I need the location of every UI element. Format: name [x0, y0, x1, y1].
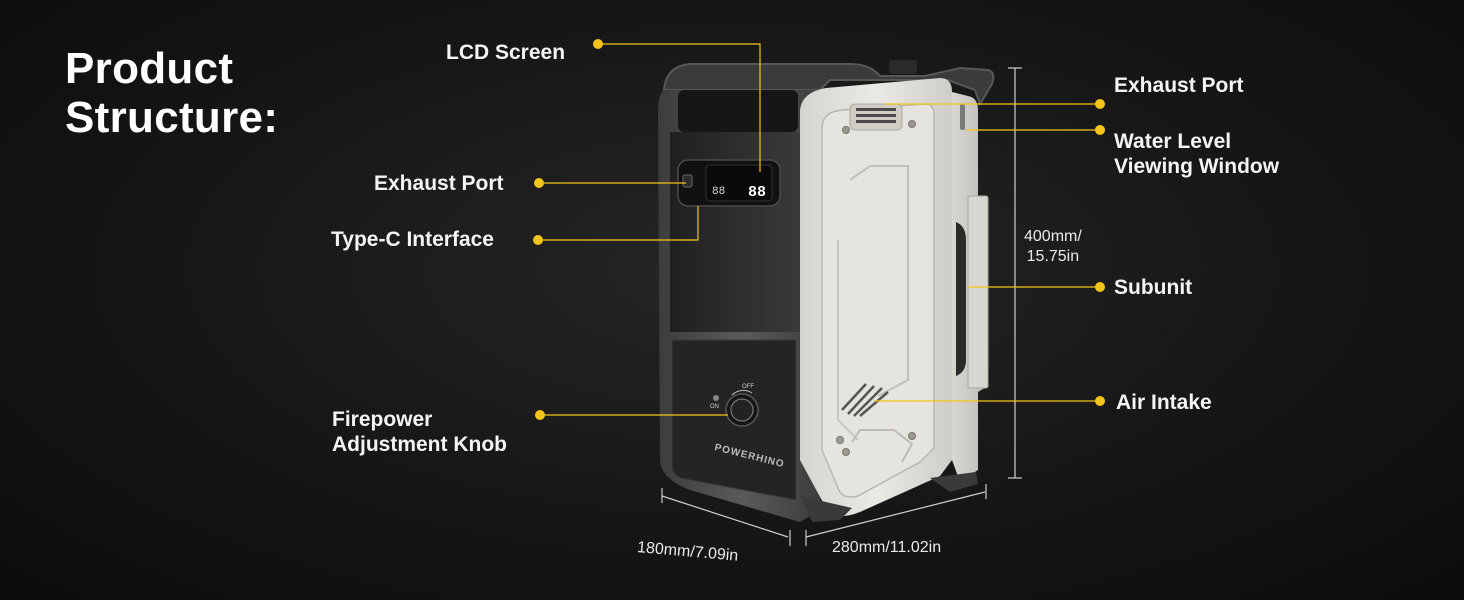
- lcd-screen-display: [705, 164, 773, 202]
- title-line-1: Product: [65, 44, 234, 93]
- dimension-height-line-1: 400mm/: [1024, 228, 1082, 245]
- lcd-digits-1: 88: [712, 186, 725, 198]
- handle-cutout: [678, 90, 798, 132]
- callout-water-level-line-1: Water Level: [1114, 130, 1232, 153]
- callout-lcd-screen: LCD Screen: [446, 41, 566, 64]
- callout-air-intake: Air Intake: [1116, 391, 1212, 414]
- front-inner-plate: [821, 103, 935, 498]
- callout-type-c-interface: Type-C Interface: [331, 228, 494, 251]
- callout-firepower-knob: Firepower Adjustment Knob: [332, 407, 507, 457]
- lcd-digits-2: 88: [748, 184, 766, 201]
- knob-off-label: OFF: [742, 384, 754, 390]
- top-exhaust-vent: [849, 103, 903, 131]
- callout-water-level-line-2: Viewing Window: [1114, 155, 1280, 178]
- subunit-handle: [956, 222, 966, 376]
- exhaust-port-left: [682, 174, 693, 188]
- firepower-knob: [730, 398, 754, 422]
- callout-subunit: Subunit: [1114, 276, 1193, 299]
- top-handle: [662, 63, 995, 107]
- callout-firepower-line-2: Adjustment Knob: [332, 433, 507, 456]
- callout-dots: [533, 39, 1105, 420]
- water-level-window: [960, 104, 965, 130]
- dimension-width: 280mm/11.02in: [832, 539, 942, 556]
- callout-water-level-window: Water Level Viewing Window: [1114, 129, 1279, 179]
- title-line-2: Structure:: [65, 93, 279, 142]
- page-title: Product Structure:: [65, 44, 278, 142]
- dimension-lines: [661, 67, 1022, 546]
- knob-on-label: ON: [710, 404, 719, 410]
- top-cap: [889, 60, 917, 74]
- air-intake-grille: [841, 383, 889, 417]
- callout-firepower-line-1: Firepower: [332, 408, 433, 431]
- dimension-height: 400mm/ 15.75in: [1024, 227, 1082, 267]
- heater-device: [658, 60, 995, 522]
- leader-lines: [538, 43, 1100, 416]
- callout-exhaust-port-right: Exhaust Port: [1114, 74, 1244, 97]
- dimension-height-line-2: 15.75in: [1026, 248, 1080, 265]
- callout-exhaust-port-left: Exhaust Port: [374, 172, 504, 195]
- subunit-body: [967, 195, 989, 389]
